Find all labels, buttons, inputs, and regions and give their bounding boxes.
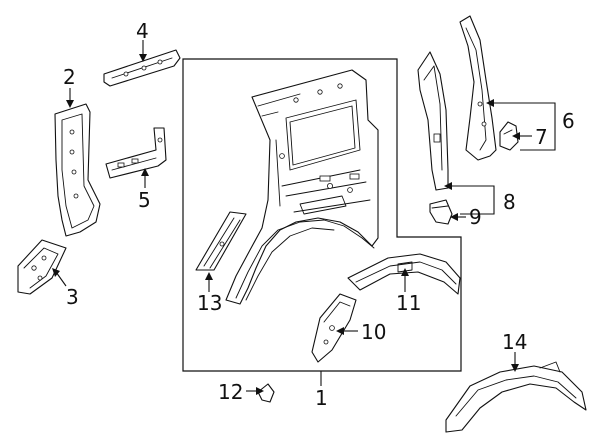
part-10-brace xyxy=(311,293,357,363)
callout-7: 7 xyxy=(535,125,548,149)
part-5-tab-bracket xyxy=(105,127,167,179)
assembly-frame xyxy=(182,58,462,372)
callout-6: 6 xyxy=(562,109,575,133)
part-1-quarter-inner-panel xyxy=(225,69,379,305)
leader-lines xyxy=(52,40,556,395)
part-9-block xyxy=(429,199,453,225)
callout-5: 5 xyxy=(138,188,151,212)
callout-4: 4 xyxy=(136,19,149,43)
callout-1: 1 xyxy=(315,386,328,410)
callout-12: 12 xyxy=(218,380,243,404)
part-3-lower-bracket xyxy=(17,239,67,295)
callout-labels: 1 2 3 4 5 6 7 8 9 10 11 12 13 14 xyxy=(63,19,575,410)
callout-13: 13 xyxy=(197,291,222,315)
callout-10: 10 xyxy=(361,320,386,344)
part-2-pillar xyxy=(54,103,101,237)
callout-14: 14 xyxy=(502,330,527,354)
part-4-top-bracket xyxy=(103,49,181,87)
callout-9: 9 xyxy=(469,205,482,229)
part-13-inner-strip xyxy=(195,211,247,271)
part-14-outer-wheelhouse xyxy=(445,361,587,433)
callout-2: 2 xyxy=(63,65,76,89)
callout-11: 11 xyxy=(396,291,421,315)
part-7-clip xyxy=(499,121,519,151)
part-6-rear-pillar xyxy=(459,15,497,161)
part-8-pillar-extension xyxy=(417,51,449,191)
part-12-fastener xyxy=(257,383,275,403)
part-11-arch-reinforcement xyxy=(347,253,461,295)
callout-8: 8 xyxy=(503,190,516,214)
callout-3: 3 xyxy=(66,285,79,309)
